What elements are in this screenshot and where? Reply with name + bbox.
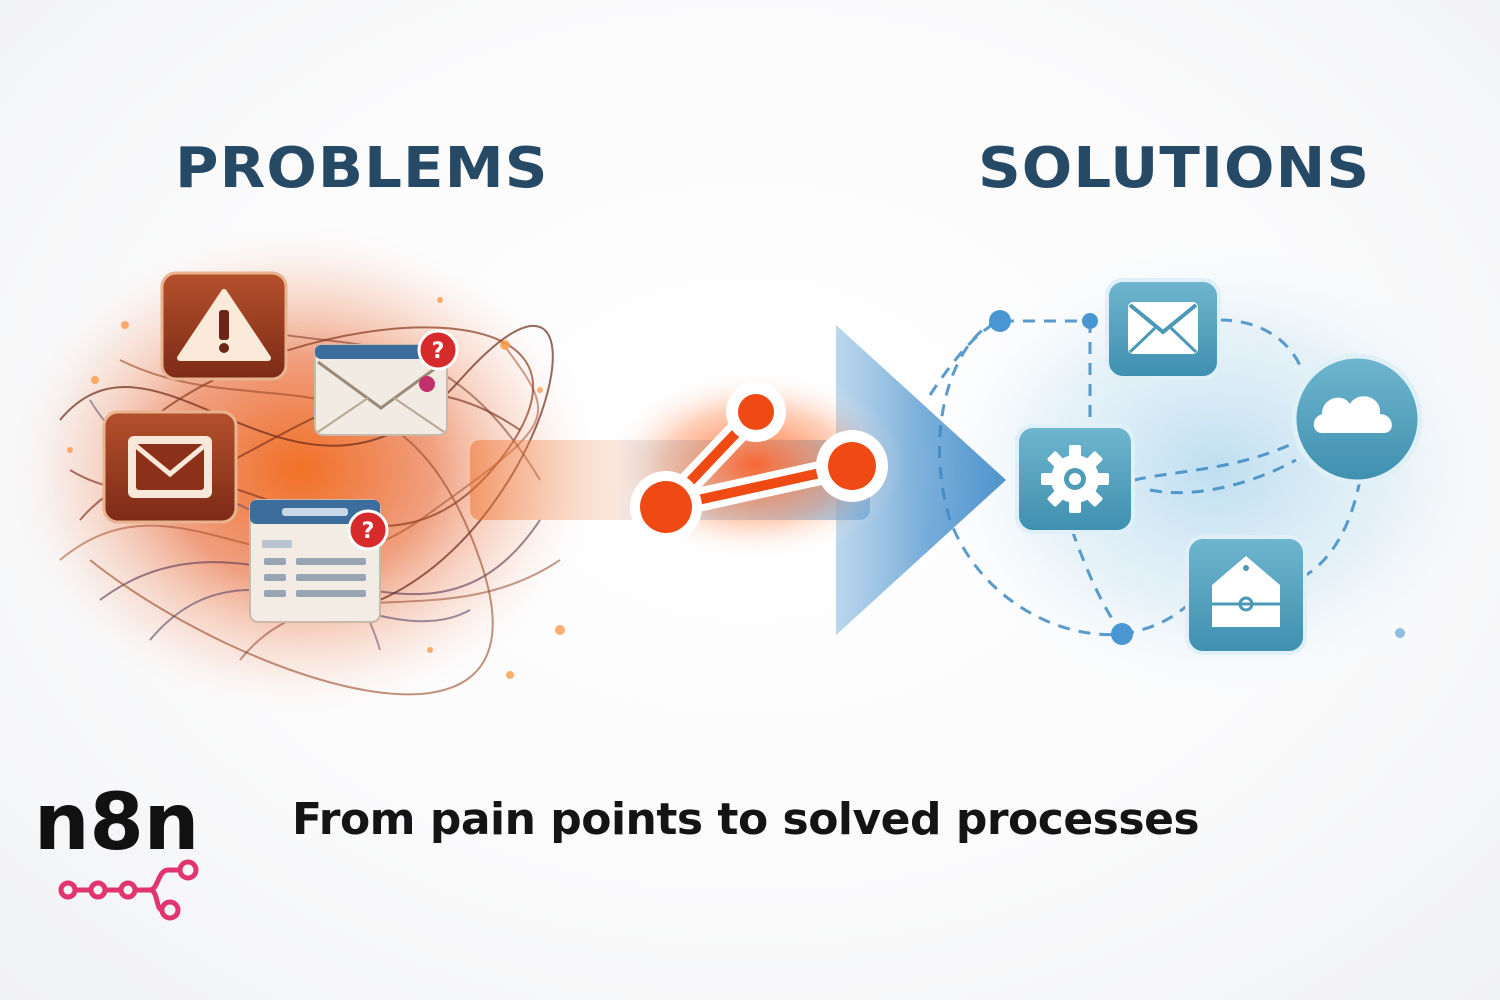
problems-cluster: ? ? <box>0 220 600 720</box>
brand-name: n8n <box>34 778 200 868</box>
svg-text:?: ? <box>432 339 445 364</box>
n8n-logo: n8n <box>34 778 234 938</box>
mail-icon <box>1105 278 1221 380</box>
cloud-icon <box>1291 353 1423 485</box>
svg-text:?: ? <box>362 519 375 544</box>
problems-heading: PROBLEMS <box>175 136 549 201</box>
workflow-node-icon <box>605 370 905 560</box>
n8n-workflow-logo-icon <box>58 859 199 921</box>
tagline: From pain points to solved processes <box>292 794 1200 845</box>
form-error-icon: ? <box>249 499 389 623</box>
package-icon <box>1185 535 1307 655</box>
mail-error-icon: ? <box>314 329 459 436</box>
mail-icon <box>102 410 238 524</box>
solutions-cluster <box>915 230 1500 710</box>
gear-icon <box>1015 424 1135 534</box>
solutions-heading: SOLUTIONS <box>978 136 1371 201</box>
warning-icon <box>160 271 288 381</box>
